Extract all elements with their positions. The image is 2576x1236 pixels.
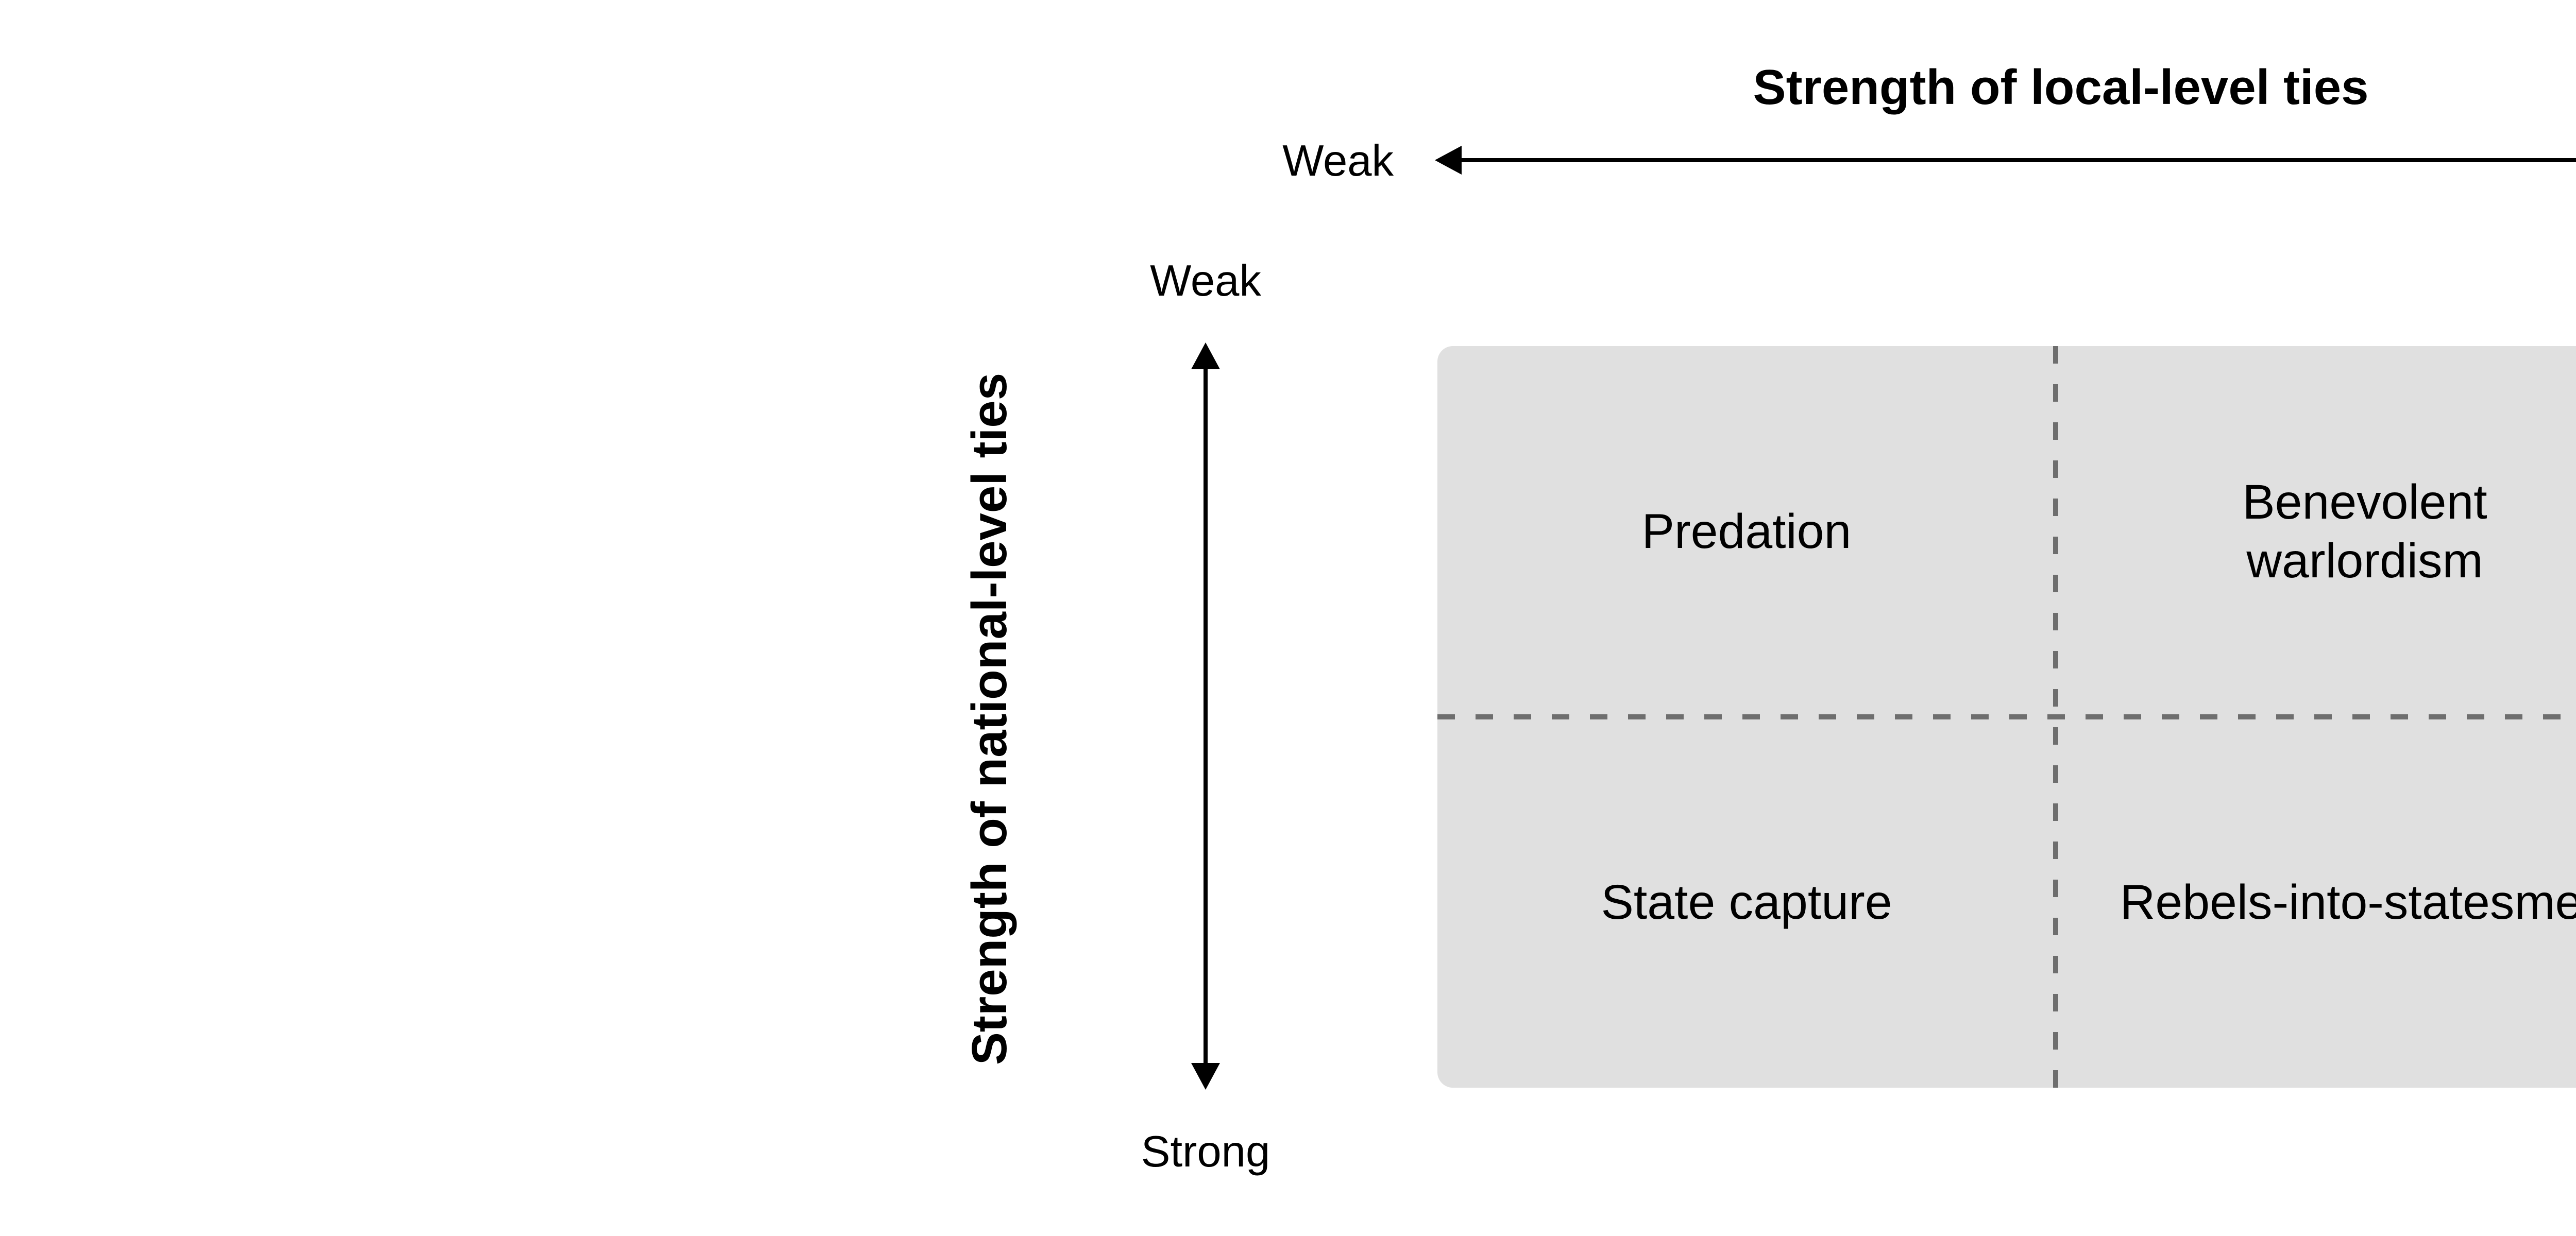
quadrant-top-left: Predation [1437,346,2056,717]
arrowhead-down-icon [1191,1063,1220,1090]
horizontal-dashed-divider [1437,714,2576,719]
quadrant-matrix-box: Predation Benevolent warlordism State ca… [1437,346,2576,1088]
quadrant-label-predation: Predation [1641,504,1852,559]
quadrant-bottom-right: Rebels-into-statesmen [2056,717,2576,1088]
national-axis-title: Strength of national-level ties [962,372,1017,1066]
local-axis-double-arrow [1435,146,2576,175]
national-axis-double-arrow [1191,342,1220,1090]
quadrant-label-benevolent-warlordism: Benevolent warlordism [2242,475,2487,588]
local-axis-title: Strength of local-level ties [1753,60,2369,115]
quadrant-top-right: Benevolent warlordism [2056,346,2576,717]
arrow-shaft [1458,158,2576,162]
national-axis-weak-label: Weak [1150,256,1261,305]
quadrant-grid: Predation Benevolent warlordism State ca… [1437,346,2576,1088]
local-axis-weak-label: Weak [1282,136,1394,185]
quadrant-bottom-left: State capture [1437,717,2056,1088]
national-axis-strong-label: Strong [1141,1127,1270,1176]
arrow-shaft [1204,365,1208,1067]
quadrant-label-rebels-into-statesmen: Rebels-into-statesmen [2120,875,2576,930]
quadrant-label-state-capture: State capture [1601,875,1892,930]
